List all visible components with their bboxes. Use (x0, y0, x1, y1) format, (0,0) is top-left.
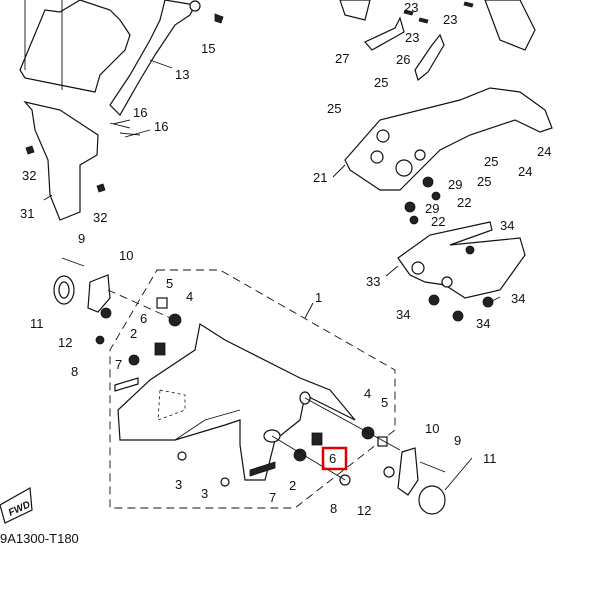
bracket-part-21 (344, 87, 553, 225)
callout-11[interactable]: 11 (483, 451, 497, 466)
callout-33[interactable]: 33 (366, 274, 380, 289)
callout-22[interactable]: 22 (431, 214, 445, 229)
callout-23[interactable]: 23 (443, 12, 457, 27)
inner-panel-part-13 (19, 0, 224, 116)
callout-12[interactable]: 12 (58, 335, 72, 350)
callout-7[interactable]: 7 (269, 490, 276, 505)
callout-4[interactable]: 4 (186, 289, 193, 304)
callout-labels: 15 13 16 16 32 31 32 9 10 11 12 8 7 2 6 … (20, 0, 551, 518)
callout-13[interactable]: 13 (175, 67, 189, 82)
callout-29[interactable]: 29 (425, 201, 439, 216)
callout-5[interactable]: 5 (381, 395, 388, 410)
callout-16[interactable]: 16 (133, 105, 147, 120)
left-bracket-assembly (53, 257, 176, 345)
leader-lines (43, 59, 501, 491)
callout-25[interactable]: 25 (484, 154, 498, 169)
callout-2[interactable]: 2 (130, 326, 137, 341)
callout-6[interactable]: 6 (140, 311, 147, 326)
callout-12[interactable]: 12 (357, 503, 371, 518)
callout-3[interactable]: 3 (201, 486, 208, 501)
callout-7[interactable]: 7 (115, 357, 122, 372)
callout-29[interactable]: 29 (448, 177, 462, 192)
callout-10[interactable]: 10 (425, 421, 439, 436)
inner-guard-part-31 (23, 101, 141, 221)
callout-3[interactable]: 3 (175, 477, 182, 492)
callout-1[interactable]: 1 (315, 290, 322, 305)
callout-25[interactable]: 25 (327, 101, 341, 116)
front-fender-part-1 (114, 323, 356, 487)
callout-27[interactable]: 27 (335, 51, 349, 66)
callout-9[interactable]: 9 (454, 433, 461, 448)
callout-34[interactable]: 34 (511, 291, 525, 306)
highlight-box (321, 446, 348, 471)
fwd-arrow-icon: FWD (0, 487, 33, 524)
callout-10[interactable]: 10 (119, 248, 133, 263)
bracket-part-33 (397, 221, 526, 322)
callout-34[interactable]: 34 (500, 218, 514, 233)
assembly-outline-part-1 (109, 269, 396, 509)
callout-4[interactable]: 4 (364, 386, 371, 401)
fender-hardware (128, 297, 446, 515)
callout-32[interactable]: 32 (93, 210, 107, 225)
callout-25[interactable]: 25 (477, 174, 491, 189)
callout-6-highlighted[interactable]: 6 (329, 451, 336, 466)
callout-24[interactable]: 24 (518, 164, 532, 179)
callout-22[interactable]: 22 (457, 195, 471, 210)
callout-21[interactable]: 21 (313, 170, 327, 185)
callout-23[interactable]: 23 (405, 30, 419, 45)
callout-23[interactable]: 23 (404, 0, 418, 15)
callout-32[interactable]: 32 (22, 168, 36, 183)
diagram-code: 9A1300-T180 (0, 531, 79, 546)
callout-8[interactable]: 8 (330, 501, 337, 516)
callout-8[interactable]: 8 (71, 364, 78, 379)
callout-16[interactable]: 16 (154, 119, 168, 134)
callout-5[interactable]: 5 (166, 276, 173, 291)
callout-31[interactable]: 31 (20, 206, 34, 221)
callout-34[interactable]: 34 (476, 316, 490, 331)
callout-34[interactable]: 34 (396, 307, 410, 322)
callout-25[interactable]: 25 (374, 75, 388, 90)
callout-26[interactable]: 26 (396, 52, 410, 67)
stays-parts-26-27 (339, 0, 536, 82)
callout-15[interactable]: 15 (201, 41, 215, 56)
callout-24[interactable]: 24 (537, 144, 551, 159)
callout-9[interactable]: 9 (78, 231, 85, 246)
callout-2[interactable]: 2 (289, 478, 296, 493)
callout-11[interactable]: 11 (30, 316, 44, 331)
